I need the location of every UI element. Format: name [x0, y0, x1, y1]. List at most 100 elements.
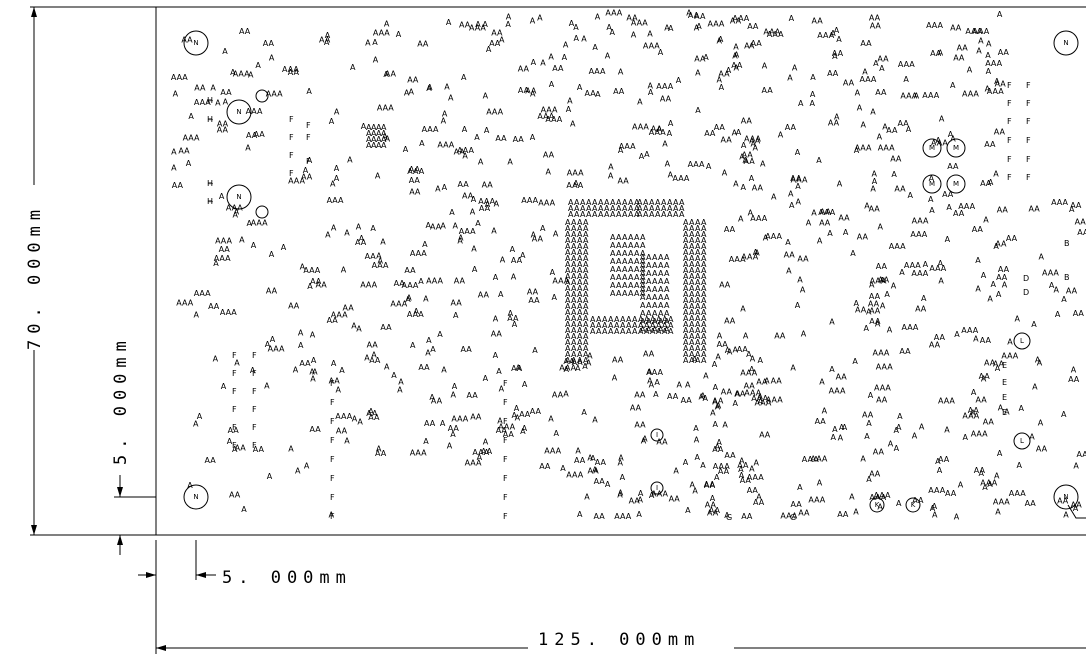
chip-pad: A [661, 198, 667, 207]
component-mark: AA [876, 396, 888, 405]
component-mark: A [595, 90, 601, 99]
component-mark: A [586, 358, 592, 367]
marker-f-glyph: F [252, 351, 257, 360]
component-mark: A [853, 508, 859, 517]
left-margin-dimension: 5. 000mm [138, 540, 346, 654]
component-mark: A [648, 88, 654, 97]
marker-f-glyph: F [289, 133, 294, 142]
component-mark: A [403, 145, 409, 154]
component-mark: A [515, 414, 521, 423]
component-mark: AA [740, 476, 752, 485]
chip-pad: A [583, 242, 589, 251]
chip-pad: A [695, 344, 701, 353]
component-mark: A [891, 170, 897, 179]
component-mark: A [722, 421, 728, 430]
component-mark: AA [454, 147, 466, 156]
component-mark: A [471, 245, 477, 254]
component-mark: AAA [360, 281, 377, 290]
component-mark: A [427, 83, 433, 92]
component-mark: A [307, 156, 313, 165]
chip-pad: A [571, 290, 577, 299]
component-mark: AA [1057, 497, 1069, 506]
chip-pad: A [583, 284, 589, 293]
component-mark: AA [820, 207, 832, 216]
component-mark: AA [974, 466, 986, 475]
component-mark: AA [737, 461, 749, 470]
component-mark: A [869, 281, 875, 290]
chip-pad: A [701, 302, 707, 311]
component-mark: AA [1075, 218, 1086, 227]
component-mark: A [380, 237, 386, 246]
component-mark: AA [585, 89, 597, 98]
component-mark: AA [774, 331, 786, 340]
chip-pad: A [565, 350, 571, 359]
chip-pad: A [701, 230, 707, 239]
component-mark: A [437, 330, 443, 339]
component-mark: A [310, 375, 316, 384]
chip-pad: A [644, 315, 650, 324]
component-mark: A [872, 170, 878, 179]
component-mark: AA [336, 426, 348, 435]
chip-pad: A [683, 308, 689, 317]
component-mark: AA [1025, 499, 1037, 508]
component-mark: A [695, 453, 701, 462]
component-mark: A [993, 170, 999, 179]
component-mark: AA [997, 206, 1009, 215]
component-mark: AA [737, 345, 749, 354]
component-mark: AA [747, 486, 759, 495]
component-mark: A [414, 307, 420, 316]
component-mark: A [648, 82, 654, 91]
chip-pad: A [614, 321, 620, 330]
component-mark: A [522, 424, 528, 433]
component-mark: AA [495, 134, 507, 143]
component-mark: A [595, 12, 601, 21]
component-mark: A [837, 180, 843, 189]
component-mark: A [713, 383, 719, 392]
chip-pad: A [626, 315, 632, 324]
chip-pad: A [644, 327, 650, 336]
chip-pad: A [695, 314, 701, 323]
component-mark: A [441, 365, 447, 374]
chip-pad: A [695, 302, 701, 311]
component-mark: A [929, 206, 935, 215]
component-mark: A [954, 513, 960, 522]
component-mark: AA [503, 430, 515, 439]
component-mark: A [339, 366, 345, 375]
component-mark: AA [712, 445, 724, 454]
component-mark: AA [266, 287, 278, 296]
component-mark: A [329, 511, 335, 520]
component-mark: AA [572, 358, 584, 367]
component-mark: A [540, 58, 546, 67]
chip-pad: A [565, 236, 571, 245]
chip-pad: A [683, 272, 689, 281]
chip-pad: A [683, 332, 689, 341]
marker-f-glyph: F [252, 441, 257, 450]
component-mark: AAA [874, 491, 891, 500]
component-mark: AAA [656, 82, 673, 91]
chip-pad: A [695, 218, 701, 227]
component-mark: AAA [521, 196, 538, 205]
component-mark: AA [208, 302, 220, 311]
component-mark: AAA [817, 31, 834, 40]
component-mark: A [647, 29, 653, 38]
marker-f-glyph: F [1007, 99, 1012, 108]
component-mark: A [744, 41, 750, 50]
marker-k: K [869, 497, 885, 513]
component-mark: AA [634, 420, 646, 429]
component-mark: A [727, 348, 733, 357]
component-mark: A [899, 268, 905, 277]
component-mark: A [903, 75, 909, 84]
chip-pad: A [586, 204, 592, 213]
chip-pad: A [683, 314, 689, 323]
chip-pad: A [658, 293, 664, 302]
chip-pad: A [658, 317, 664, 326]
component-mark: AAA [215, 237, 232, 246]
component-mark: AAA [987, 87, 1004, 96]
marker-f-glyph: F [1007, 155, 1012, 164]
chip-pad: A [376, 135, 382, 144]
component-mark: AAA [646, 368, 663, 377]
component-mark: AAA [874, 384, 891, 393]
component-mark: AA [694, 12, 706, 21]
component-mark: AAA [708, 20, 725, 29]
component-mark: A [843, 228, 849, 237]
